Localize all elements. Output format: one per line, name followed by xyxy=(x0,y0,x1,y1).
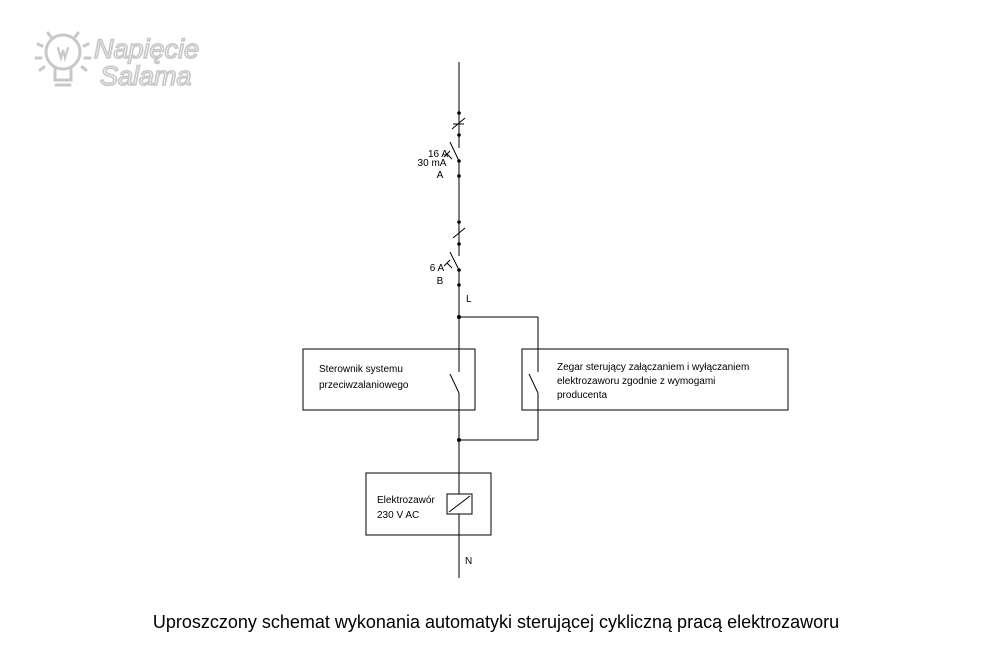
timer-label-line-3: producenta xyxy=(557,390,607,401)
valve-coil-symbol xyxy=(446,493,473,515)
timer-label-line-1: Zegar sterujący załączaniem i wyłączanie… xyxy=(557,362,749,373)
breaker-a-rating: 16 A xyxy=(428,149,448,160)
controller-label-line-2: przeciwzalaniowego xyxy=(319,380,409,391)
logo-line-2: Salama xyxy=(100,61,192,91)
line-n-label: N xyxy=(465,556,472,567)
valve-label-line-2: 230 V AC xyxy=(377,510,419,521)
rcd-breaker-symbol xyxy=(443,140,461,178)
diagram-caption: Uproszczony schemat wykonania automatyki… xyxy=(153,612,839,632)
controller-label-line-1: Sterownik systemu xyxy=(319,364,403,375)
breaker-b-type: B xyxy=(437,276,444,287)
circuit xyxy=(302,62,789,578)
controller-box xyxy=(302,348,476,411)
breaker-a-type: A xyxy=(437,170,444,181)
lightbulb-icon xyxy=(34,31,92,87)
timer-box xyxy=(521,348,789,411)
logo: Napięcie Salama xyxy=(34,31,200,92)
breaker-a-current: 30 mA xyxy=(418,158,447,169)
line-l-label: L xyxy=(466,294,472,305)
controller-contact xyxy=(449,373,460,440)
valve-label-line-1: Elektrozawór xyxy=(377,495,435,506)
logo-line-1: Napięcie xyxy=(94,34,199,64)
valve-box xyxy=(365,472,492,536)
disconnector-2 xyxy=(452,220,466,246)
breaker-b-rating: 6 A xyxy=(430,263,445,274)
timer-contact xyxy=(528,373,539,440)
disconnector-1 xyxy=(451,111,466,137)
timer-label-line-2: elektrozaworu zgodnie z wymogami xyxy=(557,376,715,387)
mcb-breaker-symbol xyxy=(443,250,461,287)
